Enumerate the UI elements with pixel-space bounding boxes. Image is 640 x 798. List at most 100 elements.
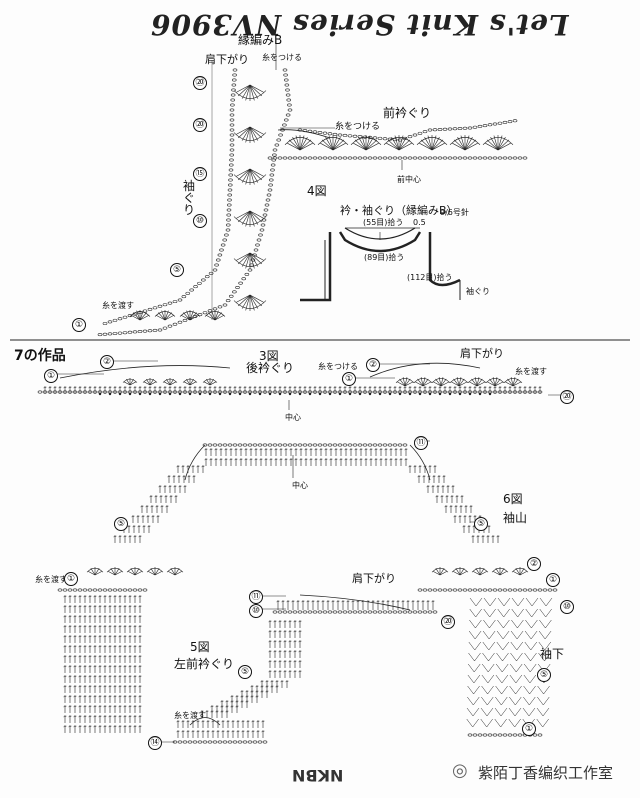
fig6-underarm-v — [524, 641, 537, 651]
fig6-right-shell — [459, 568, 465, 576]
fig3-stitch-row — [68, 386, 72, 389]
fig5-neck-column — [278, 660, 282, 663]
fig3-title: 後衿ぐり — [246, 361, 295, 375]
fig6-left-body — [93, 705, 97, 708]
inset-title: 衿・袖ぐり（縁編みB） — [340, 204, 458, 217]
fig6-left-shell — [168, 571, 176, 576]
fig6-left-body — [103, 665, 107, 668]
armhole-fan — [233, 90, 267, 99]
fig5-slope — [255, 685, 259, 688]
front-neck-top-chain — [377, 136, 383, 140]
armhole-fan — [249, 168, 259, 183]
fig5-slope — [265, 685, 269, 688]
fig5-base-chain — [262, 740, 268, 744]
fig6-underarm-v — [510, 630, 524, 640]
fig6-underarm-v — [495, 685, 508, 695]
fig6-underarm-v — [525, 597, 539, 607]
front-neck-top-chain — [432, 128, 438, 132]
fig3-texture-dot — [98, 392, 102, 396]
fig6-top-rows — [369, 458, 373, 461]
fig3-texture-dot — [408, 392, 412, 396]
fig6-left-body — [88, 715, 92, 718]
fig3-left-shell — [203, 381, 211, 386]
row-marker-top-5: ⑤ — [170, 263, 184, 277]
fig5-top-chain — [332, 610, 338, 614]
fig6-left-body — [118, 695, 122, 698]
fig6-underarm-v — [537, 685, 550, 695]
fig5-base-rows — [241, 720, 245, 723]
inset-back-left — [300, 232, 332, 302]
fig6-left-shell — [114, 568, 120, 576]
fig6-left-body — [113, 675, 117, 678]
fig6-top-chain — [402, 443, 408, 447]
fig5-base-rows — [176, 730, 180, 733]
fig3-stitch-row — [188, 386, 192, 389]
fig6-top-chain — [242, 443, 248, 447]
armhole-outer-chain — [107, 332, 113, 336]
fig6-left-slope — [123, 535, 127, 538]
armhole-fan — [241, 210, 251, 225]
armhole-inner-chain — [228, 178, 233, 182]
fig3-shell — [449, 378, 469, 384]
fig6-top-rows — [354, 448, 358, 451]
fig6-left-body — [128, 645, 132, 648]
armhole-inner-chain — [228, 173, 234, 177]
fig6-left-body — [98, 655, 102, 658]
armhole-fan — [249, 210, 259, 225]
fig3-texture-dot — [208, 392, 212, 396]
fig6-right-slope — [431, 485, 435, 488]
fig6-left-body — [103, 655, 107, 658]
fig6-left-body — [78, 605, 82, 608]
fig6-left-body — [73, 725, 77, 728]
armhole-inner-chain — [162, 303, 168, 307]
fig6-top-rows — [364, 458, 368, 461]
fig6-right-slope — [446, 485, 450, 488]
fig3-stitch-row — [413, 386, 417, 389]
fig5-neck-column — [288, 660, 292, 663]
fig6-left-body — [88, 655, 92, 658]
fig5-slope — [220, 710, 224, 713]
fig5-neck-column — [293, 620, 297, 623]
fig6-left-body — [78, 695, 82, 698]
fig6-left-body — [73, 615, 77, 618]
fig6-left-body — [93, 605, 97, 608]
fig6-left-body — [63, 665, 67, 668]
armhole-outer-chain — [137, 330, 143, 334]
armhole-outer-chain — [283, 118, 289, 122]
fig5-slope — [255, 690, 259, 693]
armhole-inner-chain — [219, 248, 224, 252]
fig6-underarm-base — [472, 733, 478, 737]
fig3-shell — [469, 381, 478, 387]
armhole-lower-fan — [139, 315, 149, 321]
fig6-left-body — [113, 645, 117, 648]
fig3-stitch-row — [298, 386, 302, 389]
front-neck-fan — [299, 139, 312, 151]
fig5-neck-column — [273, 620, 277, 623]
fig6-left-body — [78, 665, 82, 668]
row-marker-top-1: ① — [72, 318, 86, 332]
fig6-top-rows — [289, 448, 293, 451]
fig6-top-rows — [324, 458, 328, 461]
fig6-right-slope — [436, 485, 440, 488]
row-marker-fig5-11: ⑪ — [249, 590, 263, 604]
fig5-slope — [230, 700, 234, 703]
fig3-stitch-row — [363, 386, 367, 389]
armhole-outer-chain — [266, 193, 272, 197]
fig3-stitch-row — [213, 386, 217, 389]
fig6-left-body — [108, 655, 112, 658]
front-neck-base-chain — [417, 156, 423, 160]
armhole-outer-chain — [260, 223, 266, 227]
front-neck-top-chain — [327, 132, 333, 136]
fig6-underarm-v — [468, 663, 481, 673]
fig6-right-shell — [453, 571, 461, 576]
front-neck-fan — [493, 135, 499, 151]
fig6-left-body — [73, 705, 77, 708]
fig3-shell — [489, 378, 496, 387]
fig3-stitch-row — [203, 386, 207, 389]
fig6-underarm-base — [492, 733, 498, 737]
fig6-underarm-base — [467, 733, 473, 737]
fig6-right-slope — [454, 505, 458, 508]
fig6-left-slope — [141, 515, 145, 518]
front-neck-fan — [332, 137, 341, 151]
fig3-texture-dot — [148, 392, 152, 396]
